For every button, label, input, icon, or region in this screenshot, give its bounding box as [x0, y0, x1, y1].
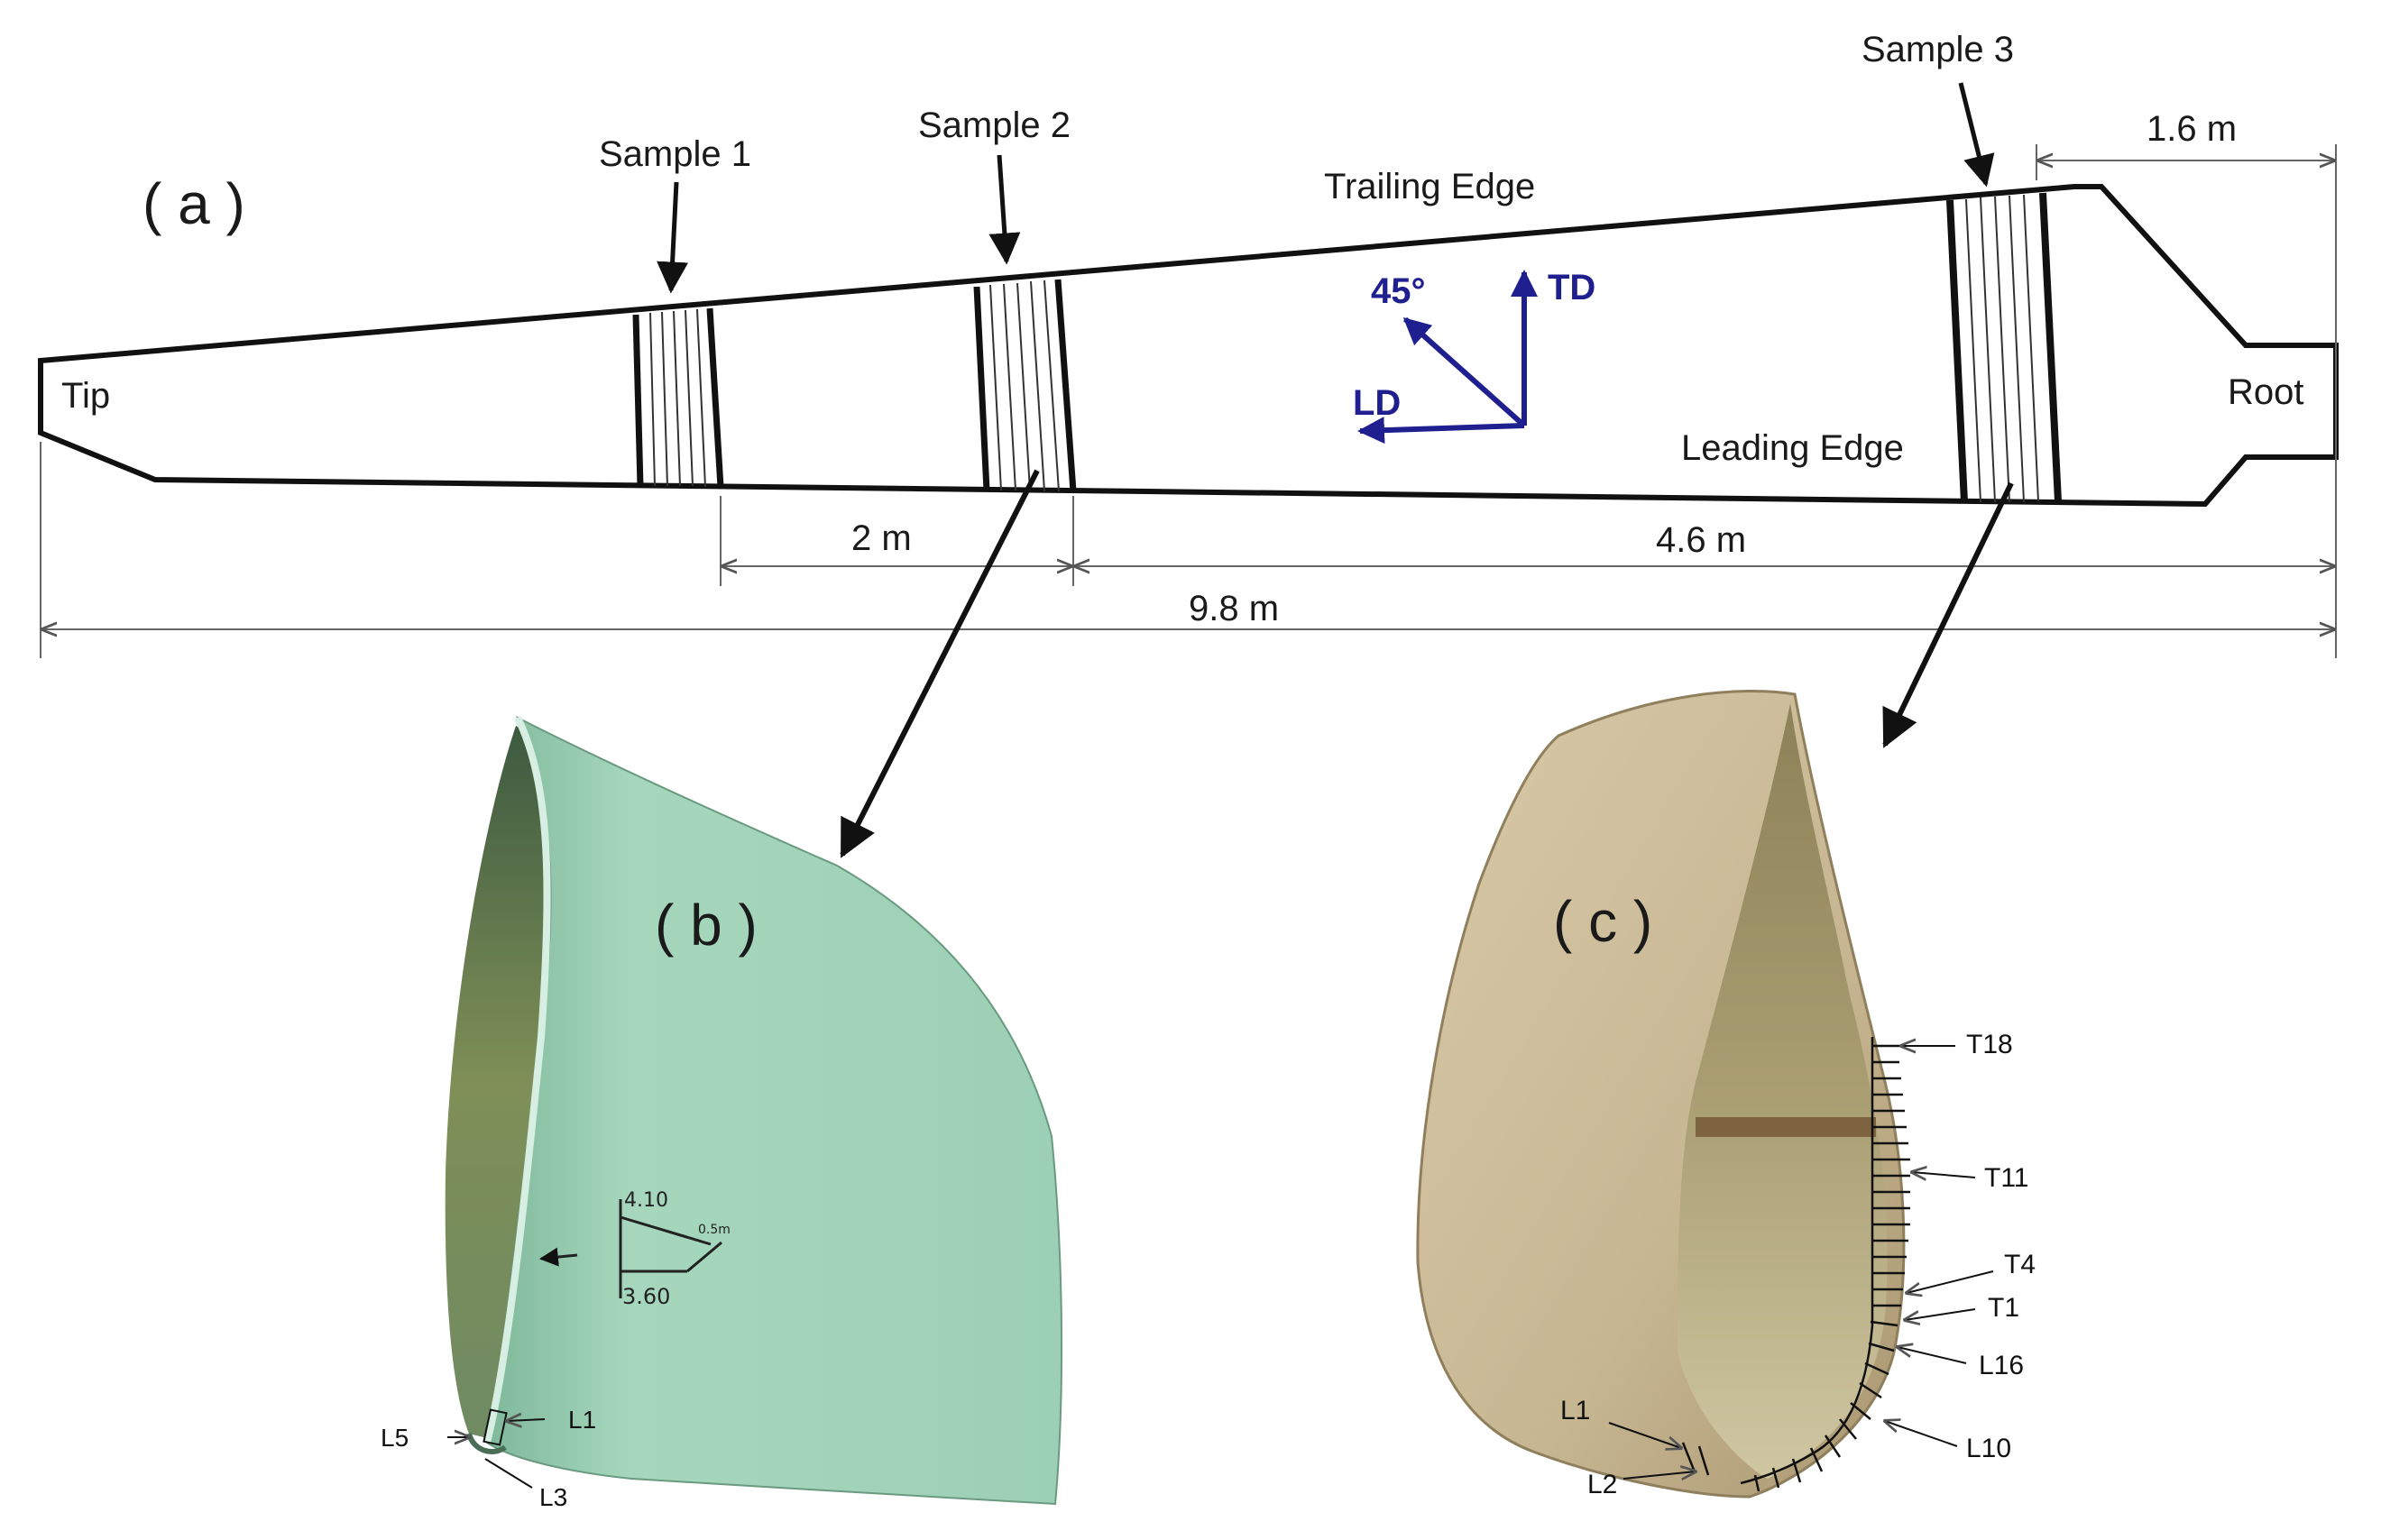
sample-2-section: [973, 279, 1077, 492]
panel-c-label: ( c ): [1553, 889, 1652, 954]
c-l1-label: L1: [1560, 1396, 1590, 1425]
panel-a: ( a ): [38, 30, 2339, 858]
dir-ld-label: LD: [1353, 383, 1401, 423]
sample-1-section: [632, 307, 724, 488]
sample-2-arrow: [988, 154, 1021, 265]
c-t4-label: T4: [2004, 1250, 2036, 1279]
dim-9-8m-label: 9.8 m: [1189, 589, 1279, 628]
diag-45-arrow: [1402, 316, 1526, 428]
dimension-lines: [40, 144, 2337, 658]
tip-label: Tip: [61, 376, 110, 416]
dim-2m-label: 2 m: [851, 518, 912, 558]
b-l5-label: L5: [381, 1424, 409, 1452]
leader-arrow-to-c: [1882, 481, 2014, 748]
panel-a-label: ( a ): [142, 171, 245, 236]
c-gauge-marks: [1681, 1037, 1910, 1492]
trailing-edge-label: Trailing Edge: [1324, 167, 1535, 206]
c-t18-label: T18: [1966, 1030, 2013, 1059]
panel-b-label: ( b ): [655, 893, 758, 958]
sample-3-inner: [1678, 703, 1888, 1479]
sample-2-label: Sample 2: [918, 105, 1071, 145]
leading-edge-label: Leading Edge: [1681, 428, 1904, 468]
c-t11-label: T11: [1984, 1163, 2028, 1193]
c-l10-label: L10: [1966, 1434, 2011, 1463]
c-l2-label: L2: [1587, 1470, 1617, 1499]
direction-indicator: 45° TD LD: [1353, 268, 1595, 445]
sample-3-arrow: [1958, 82, 1995, 188]
leader-arrow-to-b: [840, 469, 1040, 858]
c-t1-label: T1: [1988, 1293, 2019, 1323]
dir-45-label: 45°: [1371, 271, 1426, 311]
c-l16-label: L16: [1979, 1351, 2024, 1380]
blade-outline: [38, 184, 2339, 508]
c-leaders: [1608, 1046, 1994, 1479]
sample-3-label: Sample 3: [1862, 30, 2014, 69]
b-l1-label: L1: [568, 1406, 596, 1434]
panel-c: ( c ): [1416, 689, 2036, 1499]
handwritten-marks: [538, 1199, 722, 1298]
sample-2-photo: [485, 715, 1063, 1506]
note-top: 4.10: [624, 1189, 668, 1212]
dim-root-label: 1.6 m: [2147, 109, 2237, 149]
b-l3-label: L3: [539, 1483, 567, 1511]
sample-1-arrow: [657, 181, 689, 294]
panel-b: ( b ) 4.10 0.5m 3.60 L1 L3 L5: [381, 715, 1063, 1511]
note-side: 0.5m: [698, 1223, 731, 1237]
note-bottom: 3.60: [622, 1284, 670, 1309]
dir-td-label: TD: [1548, 268, 1595, 307]
root-label: Root: [2228, 372, 2304, 412]
sample-3-section: [1946, 192, 2062, 503]
ld-arrow: [1357, 417, 1525, 445]
dim-4-6m-label: 4.6 m: [1656, 520, 1746, 560]
sample-1-label: Sample 1: [599, 134, 751, 174]
l-marker-box: [483, 1408, 508, 1446]
